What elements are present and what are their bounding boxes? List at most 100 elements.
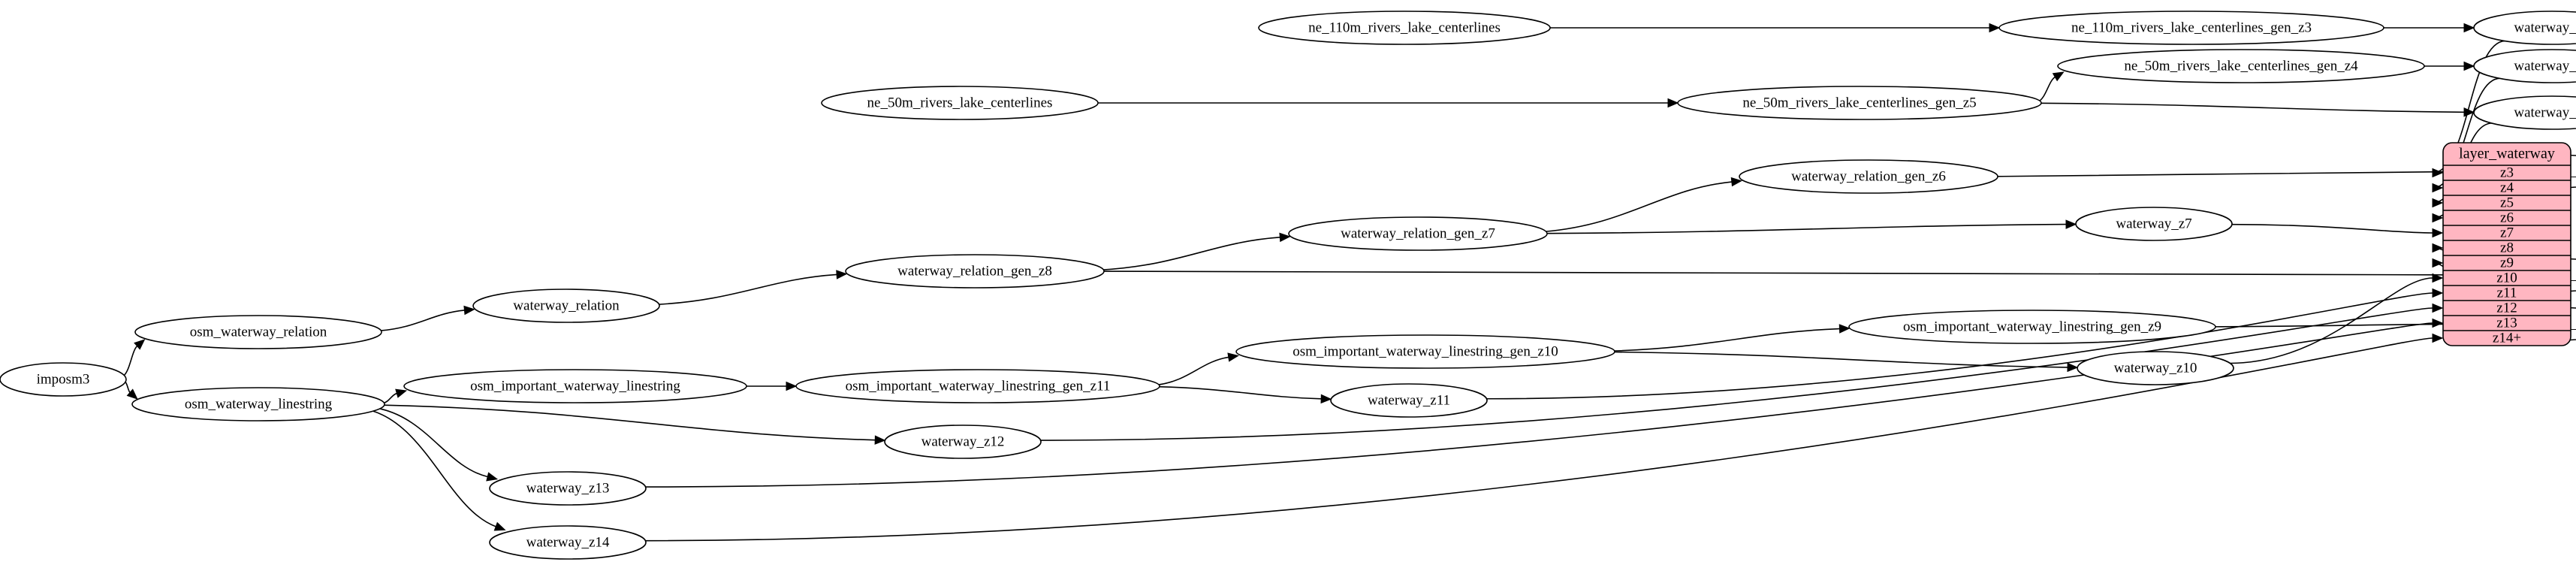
edge-arrowhead — [463, 305, 475, 316]
node-label: waterway_z12 — [922, 434, 1005, 449]
node-label: osm_waterway_linestring — [185, 396, 333, 412]
node-ne_110m_rivers_lake_centerlines_gen_z3[interactable]: ne_110m_rivers_lake_centerlines_gen_z3 — [1998, 11, 2384, 45]
node-waterway_z7[interactable]: waterway_z7 — [2075, 207, 2233, 241]
edge-arrowhead — [2432, 318, 2444, 328]
node-waterway_z11[interactable]: waterway_z11 — [1330, 383, 1488, 418]
node-ellipse — [2473, 95, 2576, 130]
table-row-z7[interactable]: z7 — [2500, 225, 2514, 240]
node-ellipse — [131, 387, 385, 421]
edge-arrowhead — [1989, 23, 2001, 33]
table-row-z6[interactable]: z6 — [2500, 210, 2514, 225]
edge-arrowhead — [2432, 288, 2444, 298]
table-row-z12[interactable]: z12 — [2496, 300, 2517, 316]
node-label: waterway_z7 — [2116, 216, 2191, 231]
edge-osm_waterway_linestring-to-waterway_z14 — [372, 410, 496, 527]
edge-osm_waterway_relation-to-waterway_relation — [379, 310, 465, 331]
edge-arrowhead — [126, 388, 138, 400]
edge-arrowhead — [2065, 219, 2077, 229]
edge-osm_important_waterway_linestring_gen_z11-to-waterway_z11 — [1157, 385, 1322, 400]
node-osm_waterway_relation[interactable]: osm_waterway_relation — [134, 315, 382, 349]
node-waterway_z5[interactable]: waterway_z5 — [2473, 95, 2576, 130]
node-ne_50m_rivers_lake_centerlines_gen_z5[interactable]: ne_50m_rivers_lake_centerlines_gen_z5 — [1677, 86, 2042, 120]
table-row-z3[interactable]: z3 — [2500, 165, 2514, 180]
node-ellipse — [134, 315, 382, 349]
node-ellipse — [489, 471, 647, 506]
node-waterway_relation[interactable]: waterway_relation — [472, 289, 660, 323]
node-waterway_z10[interactable]: waterway_z10 — [2077, 351, 2234, 385]
edge-arrowhead — [1227, 352, 1239, 362]
node-label: waterway_relation_gen_z6 — [1791, 168, 1946, 184]
node-imposm3[interactable]: imposm3 — [0, 362, 127, 397]
node-ne_50m_rivers_lake_centerlines[interactable]: ne_50m_rivers_lake_centerlines — [821, 86, 1099, 120]
table-row-z9[interactable]: z9 — [2500, 255, 2514, 270]
edge-ne_50m_rivers_lake_centerlines_gen_z5-to-waterway_z5 — [2039, 102, 2465, 113]
edge-osm_waterway_linestring-to-waterway_z12 — [383, 404, 876, 441]
edge-arrowhead — [493, 521, 506, 531]
edge-imposm3-to-osm_waterway_relation — [123, 346, 138, 376]
edge-arrowhead — [2432, 273, 2444, 283]
node-label: osm_important_waterway_linestring_gen_z9 — [1903, 319, 2161, 334]
node-label: ne_110m_rivers_lake_centerlines_gen_z3 — [2071, 20, 2312, 35]
table-row-z14plus[interactable]: z14+ — [2493, 330, 2521, 346]
node-waterway_relation_gen_z6[interactable]: waterway_relation_gen_z6 — [1739, 159, 1998, 194]
node-label: waterway_z4 — [2514, 58, 2576, 74]
edge-arrowhead — [2432, 243, 2444, 253]
node-ellipse — [0, 362, 127, 397]
node-label: ne_110m_rivers_lake_centerlines — [1308, 20, 1501, 35]
edge-waterway_relation-to-waterway_relation_gen_z8 — [658, 273, 837, 305]
node-ne_110m_rivers_lake_centerlines[interactable]: ne_110m_rivers_lake_centerlines — [1258, 11, 1551, 45]
edge-waterway_z11-to-layer_waterway-z11 — [1486, 292, 2433, 400]
table-row-z5[interactable]: z5 — [2500, 195, 2514, 210]
layer-waterway-table: layer_waterwayz3z4z5z6z7z8z9z10z11z12z13… — [2442, 142, 2571, 346]
edge-arrowhead — [134, 339, 146, 350]
edge-arrowhead — [2052, 71, 2065, 82]
node-osm_important_waterway_linestring_gen_z9[interactable]: osm_important_waterway_linestring_gen_z9 — [1848, 310, 2216, 344]
table-row-z8[interactable]: z8 — [2500, 240, 2514, 255]
edge-arrowhead — [2432, 303, 2444, 313]
node-label: waterway_relation_gen_z7 — [1341, 225, 1495, 241]
node-waterway_relation_gen_z7[interactable]: waterway_relation_gen_z7 — [1288, 216, 1548, 251]
node-ne_50m_rivers_lake_centerlines_gen_z4[interactable]: ne_50m_rivers_lake_centerlines_gen_z4 — [2057, 49, 2425, 83]
node-ellipse — [1258, 11, 1551, 45]
table-row-z13[interactable]: z13 — [2496, 315, 2517, 331]
node-ellipse — [821, 86, 1099, 120]
node-label: waterway_z13 — [526, 480, 610, 496]
table-row-z10[interactable]: z10 — [2496, 270, 2517, 286]
node-ellipse — [1288, 216, 1548, 251]
node-waterway_z4[interactable]: waterway_z4 — [2473, 49, 2576, 83]
node-ellipse — [845, 254, 1105, 289]
node-osm_important_waterway_linestring_gen_z10[interactable]: osm_important_waterway_linestring_gen_z1… — [1235, 334, 1615, 369]
node-label: osm_important_waterway_linestring_gen_z1… — [1293, 343, 1558, 359]
node-label: waterway_z14 — [526, 534, 610, 550]
node-label: osm_important_waterway_linestring_gen_z1… — [846, 378, 1111, 394]
node-waterway_z14[interactable]: waterway_z14 — [489, 525, 647, 560]
node-ellipse — [2077, 351, 2234, 385]
edge-arrowhead — [486, 472, 499, 482]
node-waterway_z3[interactable]: waterway_z3 — [2473, 11, 2576, 45]
node-ellipse — [2057, 49, 2425, 83]
node-osm_important_waterway_linestring_gen_z11[interactable]: osm_important_waterway_linestring_gen_z1… — [795, 369, 1160, 403]
node-osm_waterway_linestring[interactable]: osm_waterway_linestring — [131, 387, 385, 421]
node-ellipse — [489, 525, 647, 560]
edge-osm_important_waterway_linestring_gen_z10-to-waterway_z10 — [1612, 351, 2068, 368]
node-ellipse — [1330, 383, 1488, 418]
node-waterway_z12[interactable]: waterway_z12 — [884, 425, 1042, 459]
node-osm_important_waterway_linestring[interactable]: osm_important_waterway_linestring — [403, 369, 747, 403]
edges-layer — [123, 23, 2506, 542]
node-waterway_z13[interactable]: waterway_z13 — [489, 471, 647, 506]
node-ellipse — [1848, 310, 2216, 344]
node-ellipse — [1677, 86, 2042, 120]
node-waterway_relation_gen_z8[interactable]: waterway_relation_gen_z8 — [845, 254, 1105, 289]
node-label: waterway_relation — [513, 298, 620, 313]
table-row-z11[interactable]: z11 — [2497, 285, 2517, 301]
edge-osm_important_waterway_linestring_gen_z10-to-osm_important_waterway_linestring_gen_z9 — [1612, 328, 1840, 352]
node-label: ne_50m_rivers_lake_centerlines — [867, 95, 1053, 110]
table-row-z4[interactable]: z4 — [2500, 180, 2514, 195]
node-label: waterway_z10 — [2114, 360, 2197, 376]
edge-arrowhead — [2432, 258, 2444, 268]
edge-arrowhead — [1279, 232, 1291, 243]
edge-arrowhead — [2067, 362, 2079, 373]
edge-waterway_relation_gen_z6-to-waterway_z6 — [1996, 171, 2465, 177]
node-ellipse — [884, 425, 1042, 459]
